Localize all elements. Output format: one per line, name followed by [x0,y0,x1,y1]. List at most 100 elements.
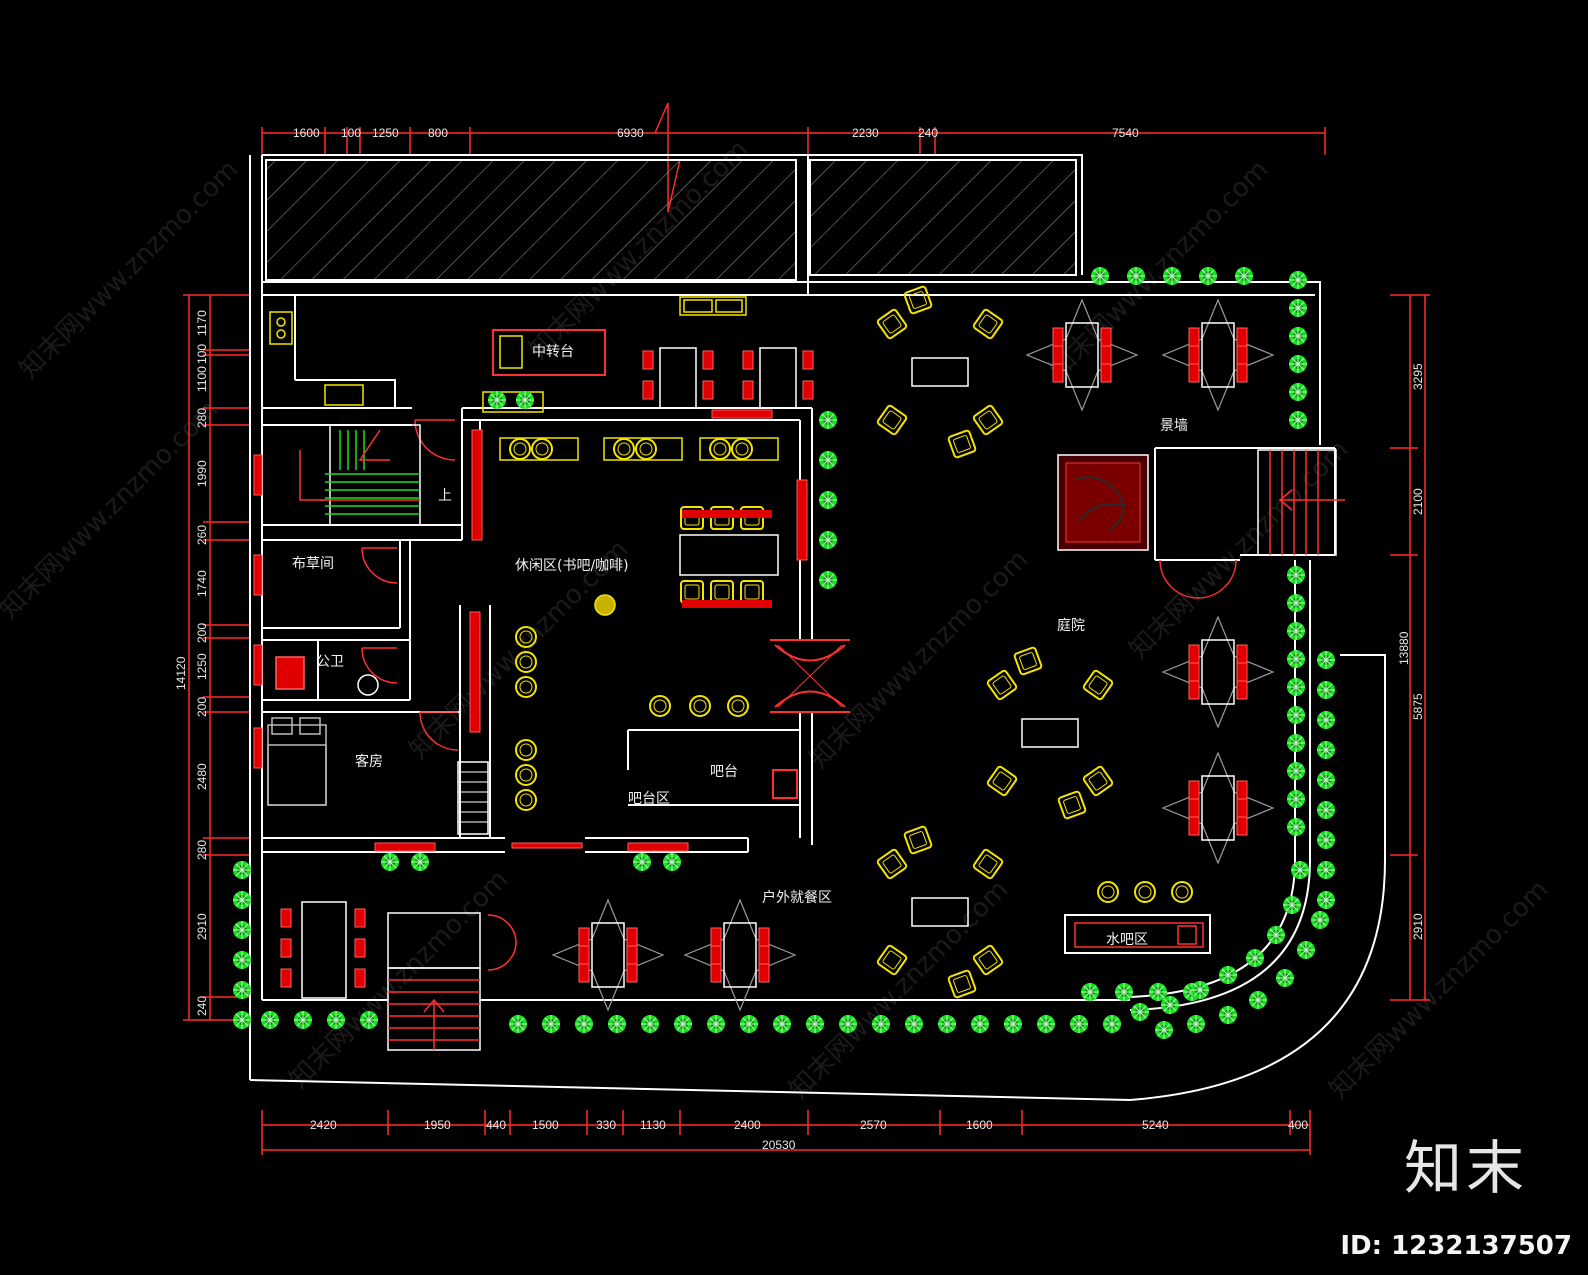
room-label-bar-area: 吧台区 [628,791,670,807]
plant-icon [1288,298,1308,318]
plant-icon [970,1014,990,1034]
plant-icon [772,1014,792,1034]
door-swing-icon [487,914,517,971]
plant-icon [1286,621,1306,641]
dim-left-6: 260 [195,525,209,545]
plant-icon [1160,995,1180,1015]
watermark-text: 知末网www.znzmo.com [804,544,1035,775]
dim-left-8: 200 [195,623,209,643]
room-label-toilet: 公卫 [316,654,344,670]
room-label-bar: 吧台 [710,764,738,780]
dim-left-7: 1740 [195,570,209,597]
dim-left-total: 14120 [174,656,188,690]
plant-icon [1218,1005,1238,1025]
plant-icon [1275,968,1295,988]
dim-right-1: 3295 [1411,363,1425,390]
stair-arrow-icon [423,998,445,1013]
plant-icon [1316,680,1336,700]
plant-icon [1286,593,1306,613]
plant-icon [1162,266,1182,286]
dim-top-6: 2230 [852,126,879,140]
plant-icon [574,1014,594,1034]
plant-icon [1316,770,1336,790]
plant-icon [232,890,252,910]
lounge-set [987,647,1114,819]
plant-icon [673,1014,693,1034]
plant-icon [1102,1014,1122,1034]
plant-icon [706,1014,726,1034]
plant-icon [1286,789,1306,809]
plant-icon [1090,266,1110,286]
dim-bottom-1: 2420 [310,1118,337,1132]
bar-counter [627,695,801,806]
plant-icon [739,1014,759,1034]
dim-right-2: 2100 [1411,488,1425,515]
plant-icon [1288,354,1308,374]
room-label-leisure: 休闲区(书吧/咖啡) [515,558,629,574]
plant-icon [1316,800,1336,820]
plant-icon [232,950,252,970]
exterior-stair-bottom [387,912,481,1051]
plant-icon [1316,890,1336,910]
plant-icon [1114,982,1134,1002]
plant-icon [1245,948,1265,968]
basin-fixture [357,674,379,696]
dim-left-10: 200 [195,697,209,717]
plant-icon [818,570,838,590]
exterior-stair-right [1257,449,1345,556]
long-table [679,506,779,608]
plant-icon [1288,270,1308,290]
plant-icon [1316,710,1336,730]
plant-icon [818,490,838,510]
dim-left-3: 1100 [195,366,209,392]
dim-bottom-7: 2400 [734,1118,761,1132]
image-id-label: ID: 1232137507 [1340,1231,1572,1261]
plant-icon [508,1014,528,1034]
plant-icon [1003,1014,1023,1034]
room-label-water-bar: 水吧区 [1106,932,1148,948]
dim-left-11: 2480 [195,763,209,790]
staff-stair [457,761,489,835]
dim-left-4: 280 [195,408,209,428]
dim-bottom-6: 1130 [640,1118,666,1132]
plant-icon [1154,1020,1174,1040]
kitchen-fixtures [269,296,747,406]
plant-icon [232,860,252,880]
plant-icon [1316,740,1336,760]
umbrella-table [1163,617,1273,727]
plant-icon [1316,860,1336,880]
plant-icon [1248,990,1268,1010]
dim-top-2: 100 [341,126,361,140]
watermark-text: 知末网www.znzmo.com [1124,434,1355,665]
plant-icon [818,410,838,430]
dim-bottom-total: 20530 [762,1138,796,1152]
room-label-outdoor-dining: 户外就餐区 [762,889,832,906]
dim-bottom-11: 400 [1288,1118,1308,1132]
plant-icon [1286,733,1306,753]
dim-left-14: 240 [195,996,209,1016]
feature-wall-planter [1057,454,1149,551]
umbrella-table [1163,753,1273,863]
dim-bottom-9: 1600 [966,1118,993,1132]
door-swing-icon [414,419,456,461]
plant-icon [359,1010,379,1030]
toilet-fixture [275,656,305,690]
plant-icon [1036,1014,1056,1034]
revolving-door [770,639,850,713]
dim-top-3: 1250 [372,126,399,140]
plant-icon [1282,895,1302,915]
guest-bed [267,717,327,806]
interior-stair [299,424,421,526]
hatched-zone-left [265,159,797,281]
dim-right-total: 13880 [1397,631,1411,665]
outdoor-table-left [280,901,366,999]
plant-icon [1316,830,1336,850]
red-sofa-tables [642,347,814,409]
dim-bottom-4: 1500 [532,1118,559,1132]
dim-left-1: 1170 [195,310,209,336]
plant-icon [1296,940,1316,960]
water-bar [1064,881,1211,954]
plant-icon [838,1014,858,1034]
dim-left-13: 2910 [195,913,209,940]
